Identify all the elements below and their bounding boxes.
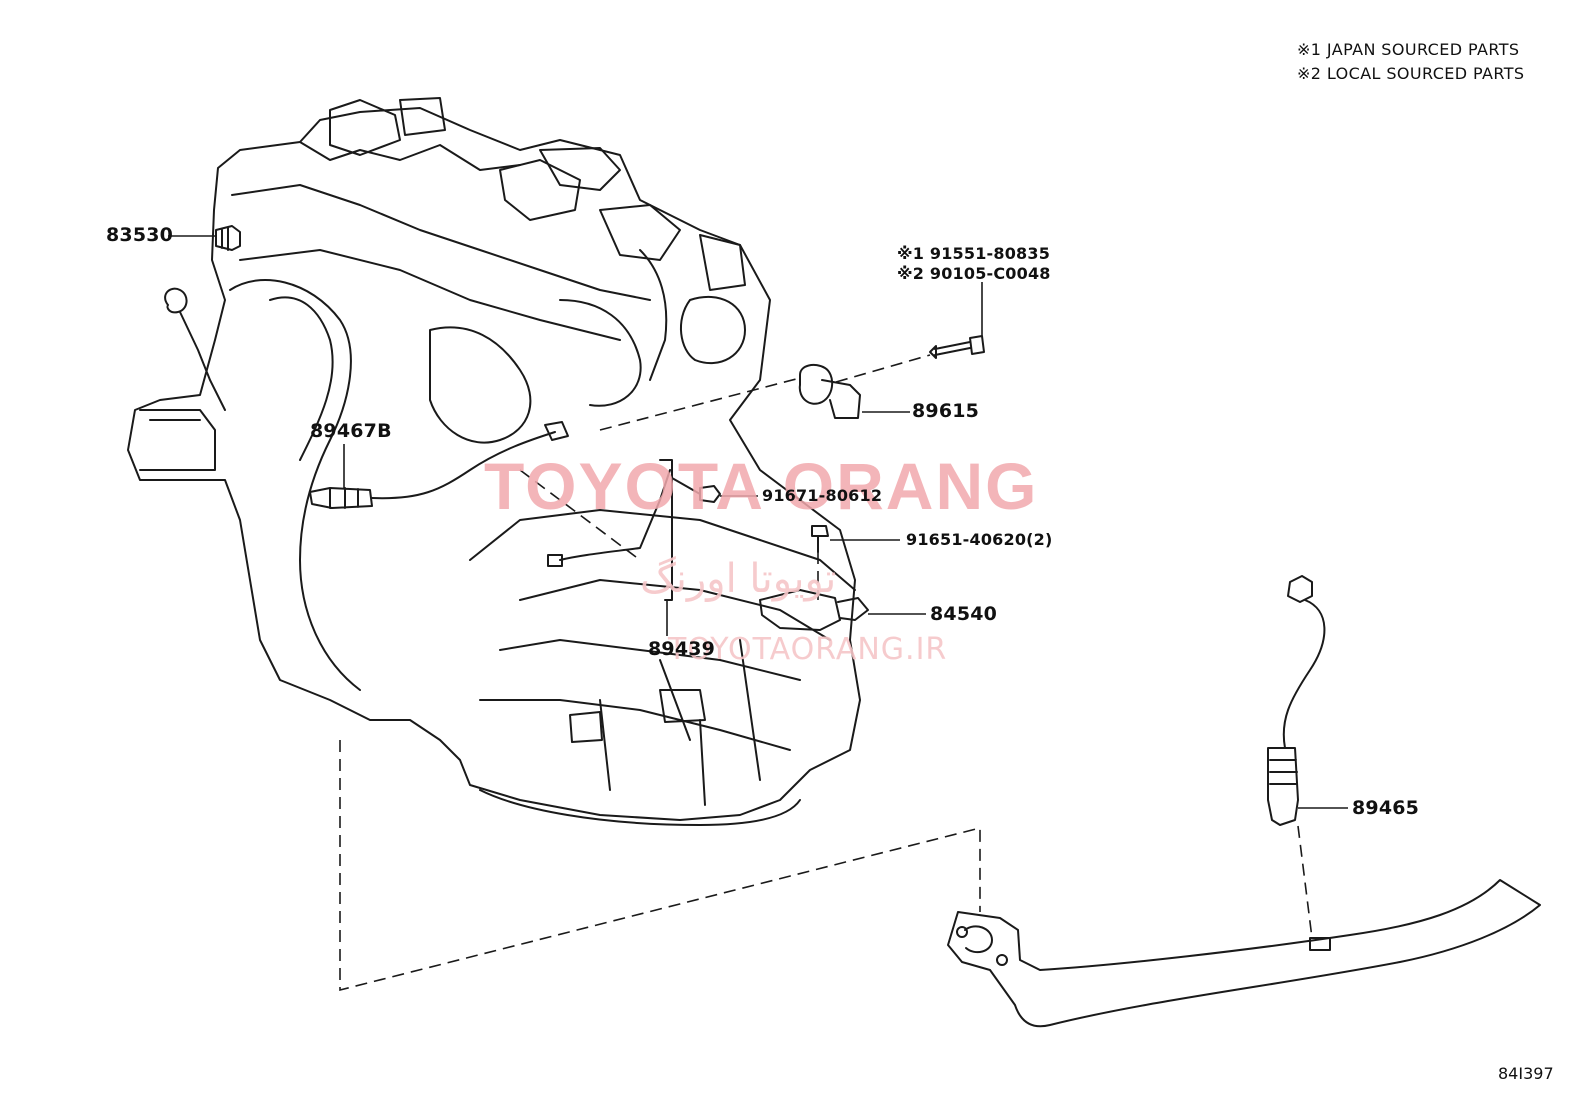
oil-pressure-switch [215,225,241,251]
dash-sensor [519,469,641,561]
knock-sensor-bolt [929,335,985,359]
sensor-bracket [659,459,701,601]
af-sensor-front [309,487,373,509]
callout-bolt-japan: ※1 91551-80835 [897,244,1051,263]
dipstick [164,287,226,411]
callout-84540: 84540 [930,603,998,625]
callout-91651: 91651-40620(2) [906,530,1053,549]
dash-knock-bolt [835,354,931,383]
watermark-site: TOYOTAORANG.IR [668,632,948,667]
note-local: ※2 LOCAL SOURCED PARTS [1297,64,1524,83]
knock-sensor [798,363,861,419]
callout-bolt-local: ※2 90105-C0048 [897,264,1051,283]
callout-89439: 89439 [648,638,716,660]
callout-91671: 91671-80612 [762,486,883,505]
note-local-mark: ※2 [1297,64,1322,83]
diagram-code: 84I397 [1498,1064,1554,1083]
transmission-housing [469,509,856,806]
exhaust-pipe [947,879,1541,1028]
note-local-text: LOCAL SOURCED PARTS [1326,64,1525,83]
bolt-91671 [699,485,721,503]
callout-89465: 89465 [1352,797,1420,819]
bolt-91651 [811,525,829,553]
intake-manifold [229,279,361,691]
dash-exhaust-left [339,740,981,992]
watermark-arabic: تويوتا اورنگ [640,556,837,602]
dash-rear-o2 [1297,825,1313,939]
speed-sensor [759,589,869,631]
callout-89615: 89615 [912,400,980,422]
note-japan-text: JAPAN SOURCED PARTS [1326,40,1520,59]
dash-block-knock [599,377,801,431]
note-japan: ※1 JAPAN SOURCED PARTS [1297,40,1519,59]
oxygen-sensor-rear [1282,575,1326,749]
watermark-brand: TOYOTA ORANG [484,449,1039,523]
cylinder-head [231,141,651,341]
engine-block-outline [127,107,861,821]
callout-89467b: 89467B [310,420,392,442]
callout-83530: 83530 [106,224,174,246]
note-japan-mark: ※1 [1297,40,1322,59]
